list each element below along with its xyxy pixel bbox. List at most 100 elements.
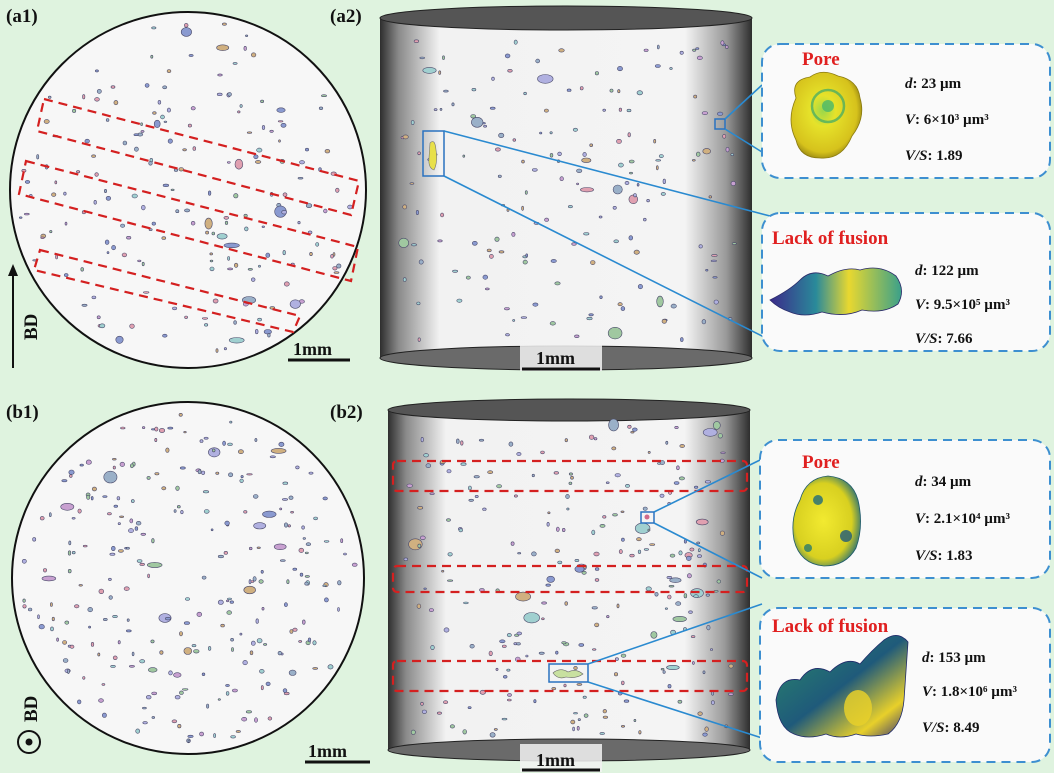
defect-speckle <box>643 48 649 52</box>
defect-speckle <box>720 40 725 46</box>
defect-speckle <box>202 490 210 494</box>
defect-speckle <box>628 235 633 241</box>
defect-speckle <box>95 69 99 73</box>
defect-speckle <box>581 157 592 163</box>
defect-speckle <box>249 650 254 656</box>
defect-speckle <box>225 691 230 696</box>
defect-speckle <box>199 731 204 737</box>
defect-speckle <box>636 183 640 187</box>
defect-speckle <box>659 493 665 498</box>
defect-speckle <box>191 644 197 648</box>
defect-speckle <box>217 599 224 605</box>
defect-speckle <box>187 123 192 128</box>
defect-speckle <box>263 643 268 646</box>
inset-vs-b-pore: V/S: 1.83 <box>915 548 973 564</box>
defect-speckle <box>277 120 284 123</box>
defect-speckle <box>279 559 286 562</box>
inset-title-pore-a: Pore <box>802 49 840 70</box>
defect-speckle <box>150 54 154 59</box>
defect-speckle <box>580 187 594 193</box>
defect-speckle <box>719 530 725 536</box>
defect-speckle <box>287 524 291 528</box>
defect-speckle <box>273 543 287 550</box>
defect-speckle <box>702 428 718 437</box>
defect-speckle <box>616 603 620 609</box>
defect-speckle <box>430 644 435 650</box>
defect-speckle <box>184 23 189 28</box>
defect-speckle <box>521 205 524 211</box>
defect-speckle <box>265 252 271 258</box>
defect-speckle <box>541 601 547 605</box>
defect-speckle <box>669 553 676 558</box>
defect-speckle <box>302 537 306 540</box>
defect-speckle <box>245 710 252 714</box>
defect-speckle <box>505 333 510 337</box>
defect-speckle <box>288 495 294 500</box>
defect-speckle <box>701 319 707 325</box>
defect-speckle <box>470 114 477 119</box>
defect-speckle <box>224 520 230 526</box>
defect-speckle <box>660 667 665 671</box>
defect-speckle <box>229 420 233 424</box>
defect-speckle <box>429 492 435 495</box>
defect-speckle <box>312 667 319 670</box>
defect-speckle <box>504 307 510 311</box>
defect-speckle <box>208 447 221 458</box>
defect-speckle <box>56 637 59 642</box>
defect-speckle <box>702 670 706 675</box>
defect-speckle <box>136 559 143 563</box>
defect-speckle <box>340 538 344 544</box>
defect-speckle <box>594 578 600 582</box>
scale-bar-bg-b2 <box>520 744 602 772</box>
defect-speckle <box>141 261 145 267</box>
inset-v-b-lof: V: 1.8×10⁶ µm³ <box>922 684 1017 700</box>
defect-speckle <box>39 516 45 521</box>
defect-speckle <box>483 124 488 128</box>
defect-speckle <box>279 507 283 511</box>
defect-speckle <box>647 450 651 454</box>
defect-speckle <box>568 205 573 209</box>
defect-speckle <box>508 441 514 447</box>
defect-speckle <box>398 237 410 248</box>
defect-speckle <box>276 107 286 113</box>
defect-speckle <box>90 496 94 501</box>
defect-speckle <box>184 208 191 213</box>
defect-speckle <box>668 584 675 588</box>
defect-speckle <box>602 515 607 519</box>
defect-speckle <box>563 683 567 688</box>
defect-speckle <box>94 97 100 102</box>
defect-speckle <box>258 264 261 268</box>
defect-speckle <box>574 334 580 338</box>
defect-speckle <box>419 535 426 540</box>
defect-speckle <box>228 337 245 344</box>
defect-speckle <box>69 644 75 649</box>
defect-speckle <box>333 271 340 274</box>
defect-speckle <box>228 472 234 478</box>
defect-speckle <box>447 579 454 582</box>
defect-speckle <box>471 117 484 128</box>
defect-speckle <box>698 244 703 249</box>
defect-speckle <box>298 640 303 643</box>
defect-speckle <box>281 498 288 501</box>
defect-speckle <box>636 537 642 542</box>
defect-speckle <box>295 465 300 470</box>
defect-speckle <box>602 715 609 719</box>
defect-speckle <box>649 543 656 546</box>
defect-speckle <box>593 437 598 441</box>
panel-a2: (a2) 1mm <box>330 5 771 371</box>
defect-speckle <box>423 587 427 590</box>
defect-speckle <box>241 716 248 722</box>
defect-speckle <box>451 102 455 107</box>
defect-speckle <box>64 620 70 625</box>
defect-speckle <box>253 154 259 160</box>
defect-speckle <box>51 192 57 197</box>
defect-speckle <box>645 586 652 592</box>
defect-speckle <box>618 107 623 112</box>
defect-speckle <box>227 442 233 446</box>
defect-speckle <box>162 333 168 338</box>
defect-speckle <box>686 555 692 561</box>
defect-speckle <box>107 512 112 516</box>
defect-speckle <box>152 111 157 115</box>
defect-speckle <box>541 617 545 621</box>
defect-speckle <box>318 106 324 111</box>
